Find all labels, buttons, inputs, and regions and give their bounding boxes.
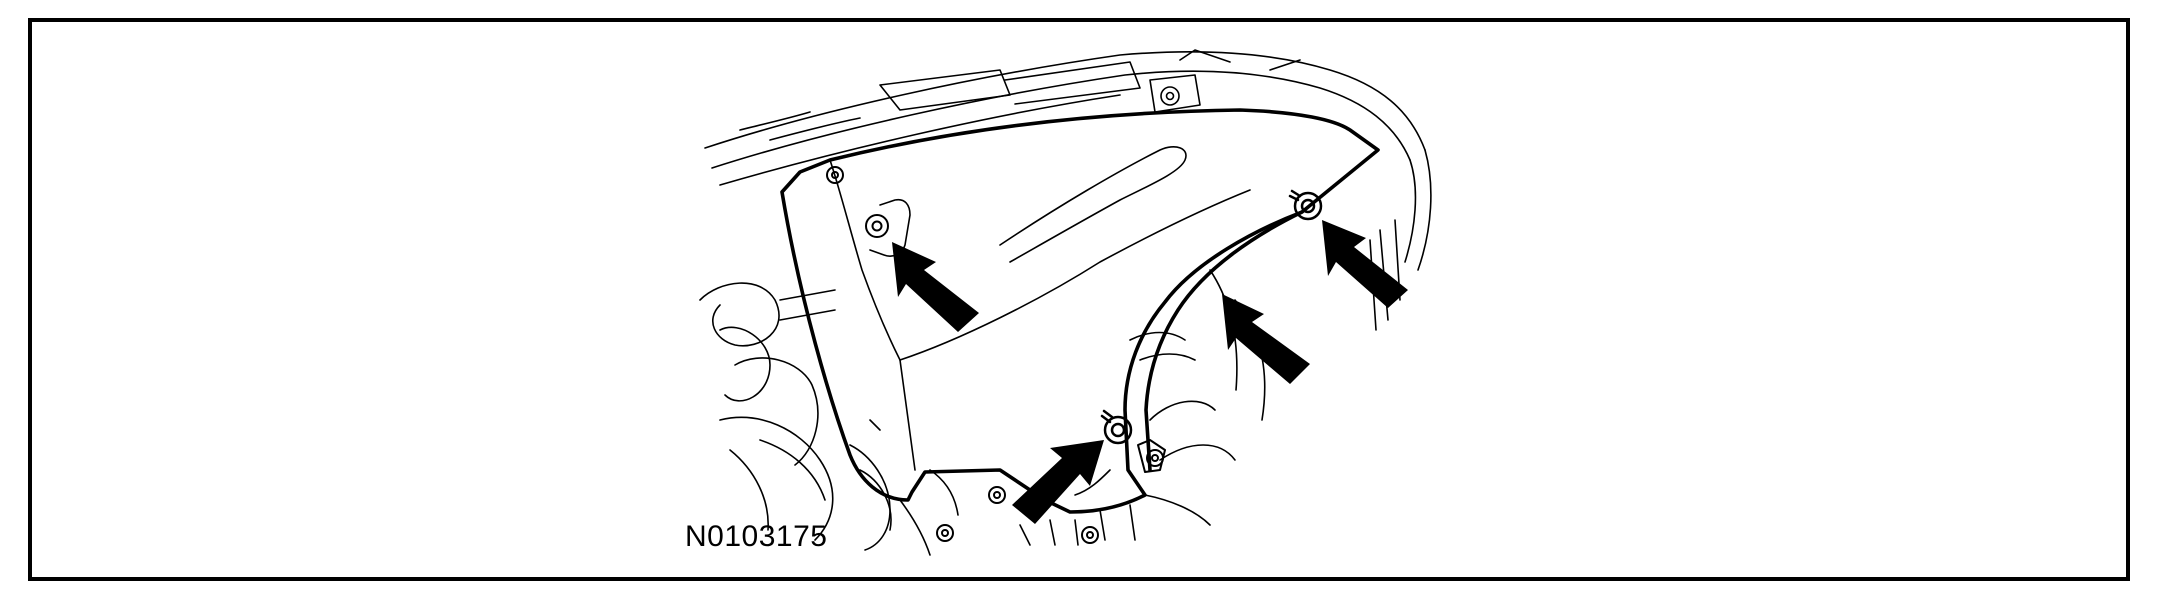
arrow-upper-right <box>1322 220 1408 308</box>
figure-id-label: N0103175 <box>685 520 828 553</box>
arrow-shield-edge <box>1222 294 1310 384</box>
fastener-upper-left <box>865 214 889 238</box>
inner-structure <box>699 282 959 556</box>
fastener-bracket-left <box>826 166 1166 544</box>
arrow-lower <box>1012 440 1104 524</box>
figure-frame <box>28 18 2130 581</box>
splash-shield <box>780 108 1380 514</box>
fastener-upper-right <box>1288 189 1323 221</box>
fastener-lower <box>1100 409 1133 445</box>
fender-outline <box>704 49 1432 331</box>
arrow-upper-left <box>892 242 979 332</box>
callout-arrows <box>892 220 1408 524</box>
